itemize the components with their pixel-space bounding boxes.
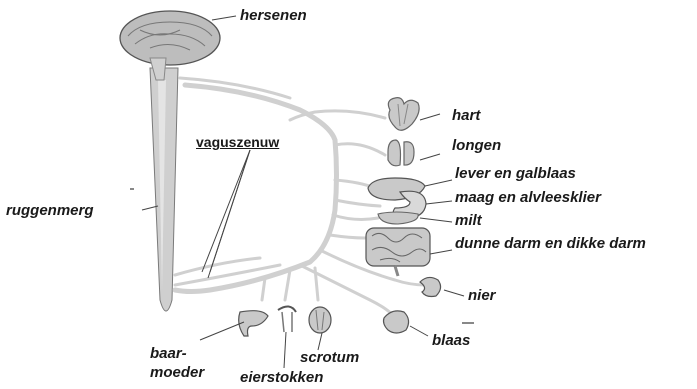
label-darm: dunne darm en dikke darm [455, 236, 646, 251]
label-vaguszenuw: vaguszenuw [196, 135, 279, 149]
label-baarmoeder-line2: moeder [150, 365, 204, 380]
label-milt: milt [455, 213, 482, 228]
label-scrotum: scrotum [300, 350, 359, 365]
heart [388, 98, 419, 131]
ovaries [278, 306, 296, 332]
label-eierstokken: eierstokken [240, 370, 323, 385]
label-nier: nier [468, 288, 496, 303]
intestines [366, 228, 430, 276]
label-longen: longen [452, 138, 501, 153]
label-hart: hart [452, 108, 480, 123]
label-baarmoeder-line1: baar- [150, 346, 187, 361]
scrotum [309, 307, 331, 333]
bladder [384, 311, 409, 333]
kidney [420, 277, 441, 296]
label-ruggenmerg: ruggenmerg [6, 203, 94, 218]
label-blaas: blaas [432, 333, 470, 348]
label-hersenen: hersenen [240, 8, 307, 23]
lungs [388, 140, 414, 166]
uterus [239, 311, 268, 336]
label-maag-alvleesklier: maag en alvleesklier [455, 190, 601, 205]
label-lever-galblaas: lever en galblaas [455, 166, 576, 181]
spleen [378, 212, 418, 224]
